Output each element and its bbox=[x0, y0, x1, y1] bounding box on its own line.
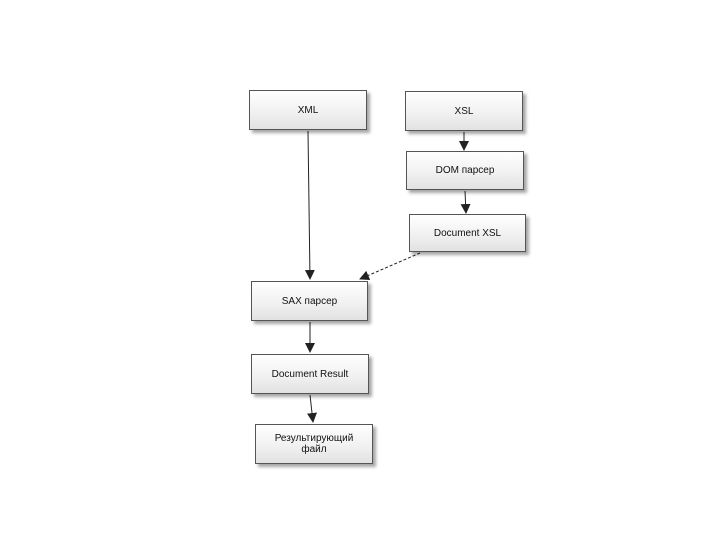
edge-dom-to-docxsl bbox=[460, 190, 471, 214]
node-result-file: Результирующий файл bbox=[255, 424, 373, 464]
node-xml: XML bbox=[249, 90, 367, 130]
node-sax-parser: SAX парсер bbox=[251, 281, 368, 321]
node-dom-parser: DOM парсер bbox=[406, 151, 524, 190]
node-document-xsl: Document XSL bbox=[409, 214, 526, 252]
node-document-result: Document Result bbox=[251, 354, 369, 394]
edge-xml-to-sax bbox=[304, 130, 315, 280]
edge-docres-to-result bbox=[307, 394, 317, 423]
node-xsl: XSL bbox=[405, 91, 523, 131]
edge-docxsl-to-sax bbox=[359, 252, 421, 281]
